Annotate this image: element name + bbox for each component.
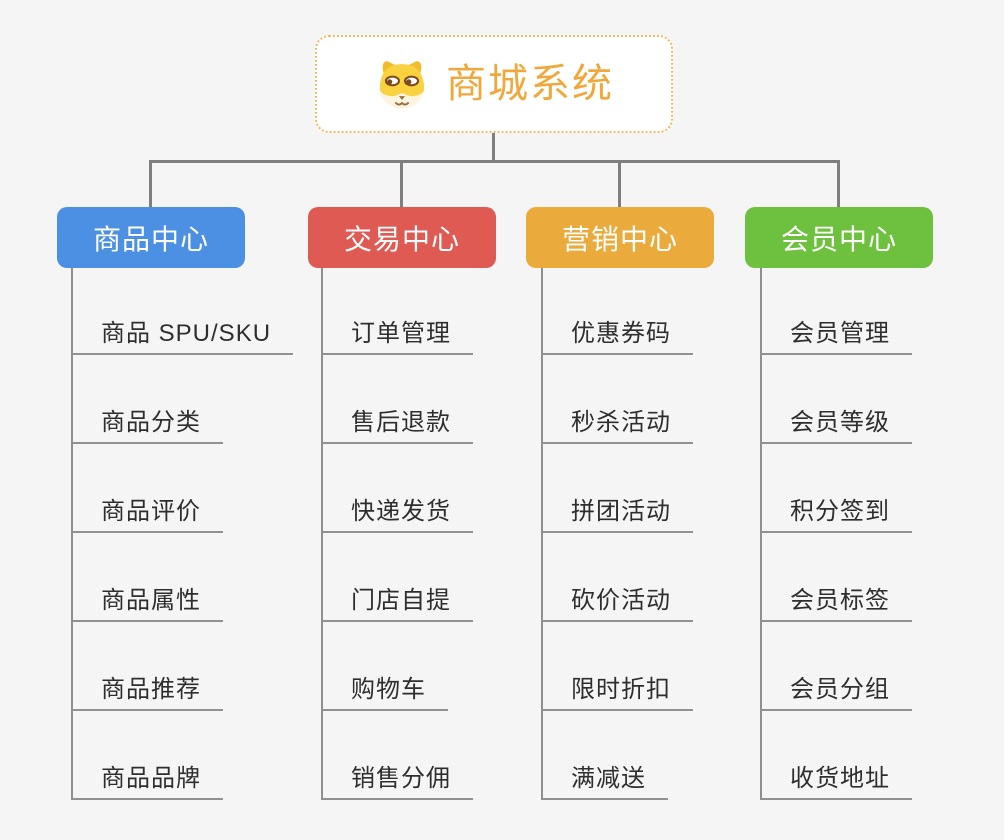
branch-column-member: 会员管理 会员等级 积分签到 会员标签 会员分组 收货地址	[760, 268, 1002, 800]
branch-column-trade: 订单管理 售后退款 快递发货 门店自提 购物车 销售分佣	[321, 268, 563, 800]
leaf-item[interactable]: 销售分佣	[323, 764, 473, 800]
branch-column-marketing: 优惠券码 秒杀活动 拼团活动 砍价活动 限时折扣 满减送	[541, 268, 783, 800]
leaf-item[interactable]: 会员分组	[762, 675, 912, 711]
leaf-item[interactable]: 积分签到	[762, 497, 912, 533]
leaf-item[interactable]: 订单管理	[323, 319, 473, 355]
leaf-item[interactable]: 购物车	[323, 675, 448, 711]
branch-label: 会员中心	[780, 223, 897, 255]
branch-node-marketing-center[interactable]: 营销中心	[526, 207, 714, 268]
leaf-item[interactable]: 快递发货	[323, 497, 473, 533]
leaf-item[interactable]: 门店自提	[323, 586, 473, 622]
leaf-item[interactable]: 会员等级	[762, 408, 912, 444]
leaf-item[interactable]: 商品属性	[73, 586, 223, 622]
connector-trunk	[492, 131, 495, 162]
leaf-item[interactable]: 商品评价	[73, 497, 223, 533]
connector-drop	[618, 160, 621, 208]
leaf-item[interactable]: 限时折扣	[543, 675, 693, 711]
branch-label: 交易中心	[343, 223, 460, 255]
branch-column-product: 商品 SPU/SKU 商品分类 商品评价 商品属性 商品推荐 商品品牌	[71, 268, 313, 800]
leaf-item[interactable]: 会员标签	[762, 586, 912, 622]
root-title: 商城系统	[446, 62, 614, 106]
leaf-item[interactable]: 砍价活动	[543, 586, 693, 622]
dog-face-icon	[379, 61, 425, 109]
branch-node-member-center[interactable]: 会员中心	[745, 207, 933, 268]
connector-horizontal	[150, 160, 840, 163]
root-node[interactable]: 商城系统	[315, 35, 673, 133]
connector-drop	[149, 160, 152, 208]
leaf-item[interactable]: 满减送	[543, 764, 668, 800]
leaf-item[interactable]: 优惠券码	[543, 319, 693, 355]
leaf-item[interactable]: 收货地址	[762, 764, 912, 800]
branch-label: 商品中心	[92, 223, 209, 255]
leaf-item[interactable]: 商品分类	[73, 408, 223, 444]
leaf-item[interactable]: 商品推荐	[73, 675, 223, 711]
connector-drop	[837, 160, 840, 208]
leaf-item[interactable]: 售后退款	[323, 408, 473, 444]
leaf-item[interactable]: 拼团活动	[543, 497, 693, 533]
connector-drop	[400, 160, 403, 208]
leaf-item[interactable]: 会员管理	[762, 319, 912, 355]
branch-label: 营销中心	[561, 223, 678, 255]
branch-node-trade-center[interactable]: 交易中心	[308, 207, 496, 268]
leaf-item[interactable]: 商品品牌	[73, 764, 223, 800]
leaf-item[interactable]: 秒杀活动	[543, 408, 693, 444]
leaf-item[interactable]: 商品 SPU/SKU	[73, 319, 294, 355]
branch-node-product-center[interactable]: 商品中心	[57, 207, 245, 268]
